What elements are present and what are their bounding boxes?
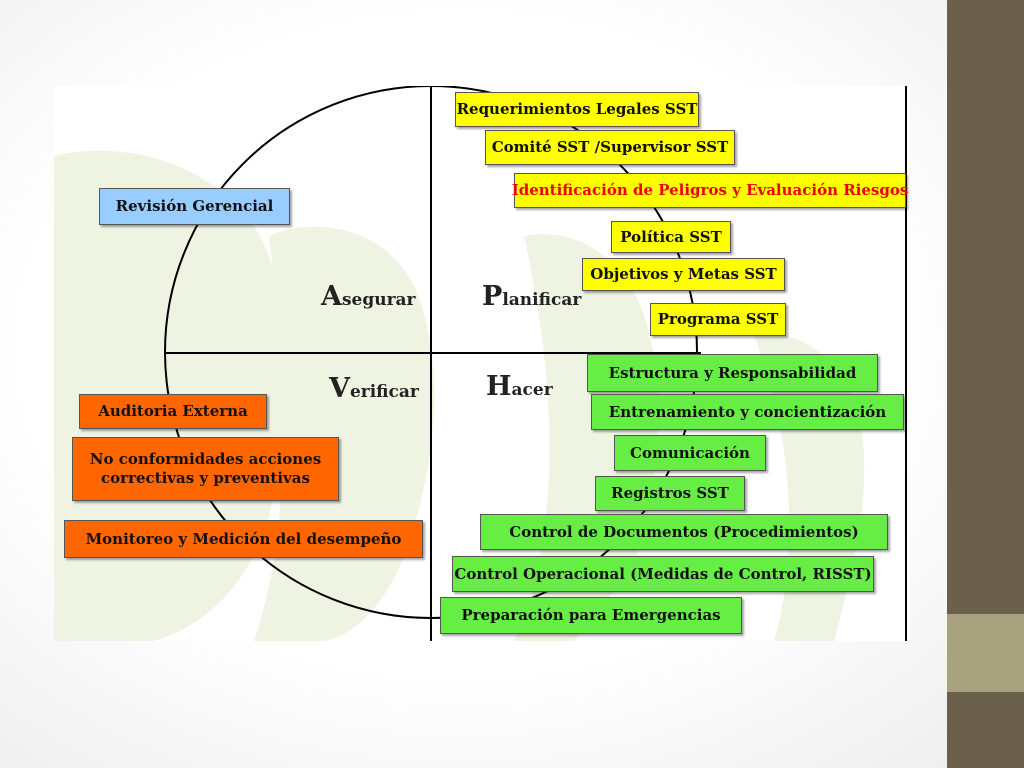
planificar-item: Programa SST: [650, 303, 786, 336]
planificar-item: Comité SST /Supervisor SST: [485, 130, 735, 165]
quadrant-label-hacer: Hacer: [486, 371, 553, 402]
hacer-item: Control Operacional (Medidas de Control,…: [452, 556, 874, 592]
planificar-item: Requerimientos Legales SST: [455, 92, 699, 127]
verificar-item: No conformidades acciones correctivas y …: [72, 437, 339, 501]
hacer-item: Control de Documentos (Procedimientos): [480, 514, 888, 550]
hacer-item: Entrenamiento y concientización: [591, 394, 904, 430]
planificar-item: Objetivos y Metas SST: [582, 258, 785, 291]
quadrant-label-verificar: Verificar: [329, 373, 419, 404]
quadrant-label-planificar: Planificar: [482, 281, 582, 312]
hacer-item: Comunicación: [614, 435, 766, 471]
hacer-item: Preparación para Emergencias: [440, 597, 742, 634]
verificar-item: Auditoria Externa: [79, 394, 267, 429]
hacer-item: Estructura y Responsabilidad: [587, 354, 878, 392]
quadrant-label-asegurar: Asegurar: [321, 281, 416, 312]
verificar-item: Monitoreo y Medición del desempeño: [64, 520, 423, 558]
phva-diagram: Asegurar Planificar Verificar Hacer Revi…: [54, 86, 910, 641]
revision-gerencial-box: Revisión Gerencial: [99, 188, 290, 225]
sidebar-accent: [947, 614, 1024, 692]
planificar-item: Identificación de Peligros y Evaluación …: [512, 173, 908, 208]
hacer-item: Registros SST: [595, 476, 745, 511]
planificar-item: Política SST: [611, 221, 731, 253]
